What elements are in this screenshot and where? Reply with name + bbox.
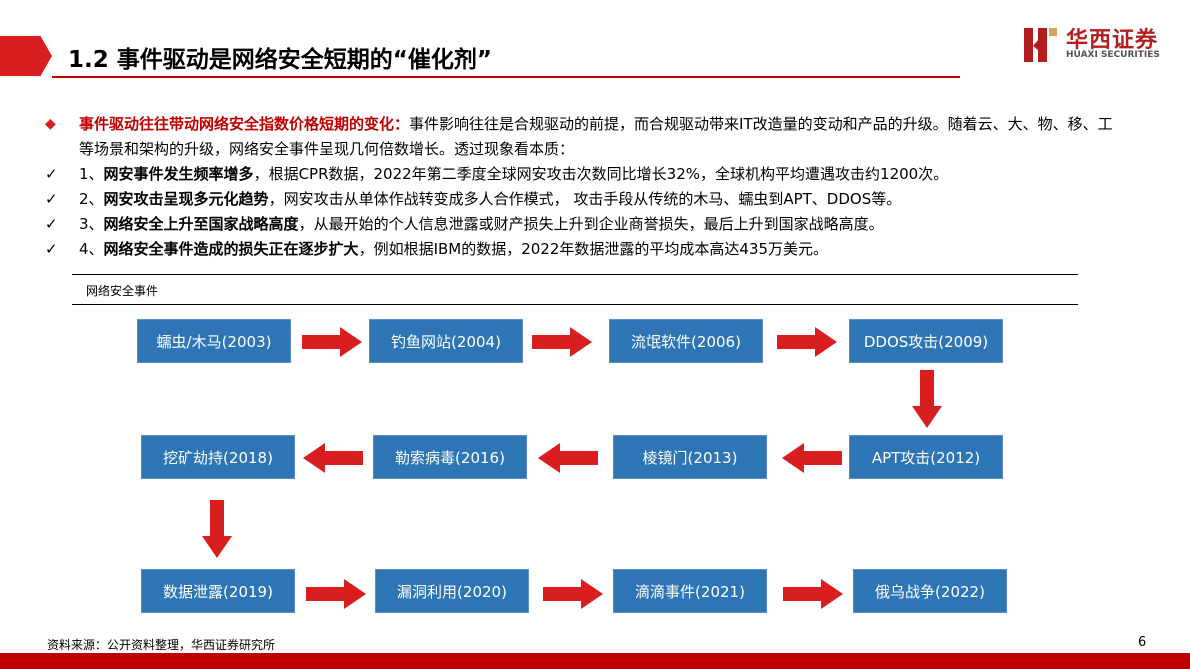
item-number: 2、 <box>79 190 104 208</box>
item-text: ，例如根据IBM的数据，2022年数据泄露的平均成本高达435万美元。 <box>358 240 829 258</box>
arrow-right-icon <box>532 327 592 357</box>
bullet-list: ◆ 事件驱动往往带动网络安全指数价格短期的变化：事件影响往往是合规驱动的前提，而… <box>45 112 1125 262</box>
event-box: 流氓软件(2006) <box>609 319 763 363</box>
diamond-bullet-icon: ◆ <box>45 116 56 132</box>
flow-section-label: 网络安全事件 <box>86 284 159 298</box>
arrow-right-icon <box>543 579 603 609</box>
arrow-down-icon <box>912 370 942 428</box>
event-box: 数据泄露(2019) <box>141 569 295 613</box>
item-bold: 网安事件发生频率增多 <box>103 165 254 183</box>
check-item-4: ✓ 4、网络安全事件造成的损失正在逐步扩大，例如根据IBM的数据，2022年数据… <box>45 237 1125 262</box>
item-bold: 网安攻击呈现多元化趋势 <box>103 190 269 208</box>
checkmark-icon: ✓ <box>45 190 58 208</box>
main-bullet-text: 事件影响往往是合规驱动的前提，而合规驱动带来IT改造量的变动和产品的升级。随着云… <box>79 115 1113 158</box>
event-box: 挖矿劫持(2018) <box>141 435 295 479</box>
arrow-down-icon <box>202 500 232 558</box>
arrow-right-icon <box>783 579 843 609</box>
checkmark-icon: ✓ <box>45 165 58 183</box>
event-box: APT攻击(2012) <box>849 435 1003 479</box>
checkmark-icon: ✓ <box>45 215 58 233</box>
event-box: 钓鱼网站(2004) <box>369 319 523 363</box>
section-header-rule <box>72 304 1078 305</box>
event-box: 漏洞利用(2020) <box>375 569 529 613</box>
huaxi-logo-icon <box>1024 28 1057 62</box>
checkmark-icon: ✓ <box>45 240 58 258</box>
company-logo: 华西证券 HUAXI SECURITIES <box>1022 20 1172 70</box>
item-number: 1、 <box>79 165 104 183</box>
check-item-1: ✓ 1、网安事件发生频率增多，根据CPR数据，2022年第二季度全球网安攻击次数… <box>45 162 1125 187</box>
title-accent-tab <box>0 36 52 76</box>
logo-english-name: HUAXI SECURITIES <box>1066 50 1160 60</box>
item-number: 3、 <box>79 215 104 233</box>
event-box: 滴滴事件(2021) <box>613 569 767 613</box>
item-text: ，根据CPR数据，2022年第二季度全球网安攻击次数同比增长32%，全球机构平均… <box>253 165 949 183</box>
arrow-left-icon <box>538 443 598 473</box>
footer-bar <box>0 653 1190 669</box>
event-box: 俄乌战争(2022) <box>853 569 1007 613</box>
main-bullet-lead: 事件驱动往往带动网络安全指数价格短期的变化： <box>79 115 410 133</box>
arrow-right-icon <box>306 579 366 609</box>
check-item-2: ✓ 2、网安攻击呈现多元化趋势，网安攻击从单体作战转变成多人合作模式， 攻击手段… <box>45 187 1125 212</box>
check-item-3: ✓ 3、网络安全上升至国家战略高度，从最开始的个人信息泄露或财产损失上升到企业商… <box>45 212 1125 237</box>
item-text: ，网安攻击从单体作战转变成多人合作模式， 攻击手段从传统的木马、蠕虫到APT、D… <box>268 190 902 208</box>
event-box: 勒索病毒(2016) <box>373 435 527 479</box>
section-top-rule <box>72 274 1078 275</box>
item-number: 4、 <box>79 240 104 258</box>
item-bold: 网络安全上升至国家战略高度 <box>103 215 299 233</box>
main-bullet: ◆ 事件驱动往往带动网络安全指数价格短期的变化：事件影响往往是合规驱动的前提，而… <box>45 112 1125 162</box>
arrow-left-icon <box>782 443 842 473</box>
source-note: 资料来源：公开资料整理，华西证券研究所 <box>47 638 276 652</box>
arrow-left-icon <box>303 443 363 473</box>
title-underline <box>52 76 960 78</box>
arrow-right-icon <box>777 327 837 357</box>
logo-chinese-name: 华西证券 <box>1066 28 1159 53</box>
item-text: ，从最开始的个人信息泄露或财产损失上升到企业商誉损失，最后上升到国家战略高度。 <box>298 215 884 233</box>
event-box: DDOS攻击(2009) <box>849 319 1003 363</box>
event-box: 蠕虫/木马(2003) <box>137 319 291 363</box>
event-box: 棱镜门(2013) <box>613 435 767 479</box>
page-title: 1.2 事件驱动是网络安全短期的“催化剂” <box>68 47 492 73</box>
arrow-right-icon <box>302 327 362 357</box>
page-number: 6 <box>1138 635 1147 650</box>
item-bold: 网络安全事件造成的损失正在逐步扩大 <box>103 240 359 258</box>
